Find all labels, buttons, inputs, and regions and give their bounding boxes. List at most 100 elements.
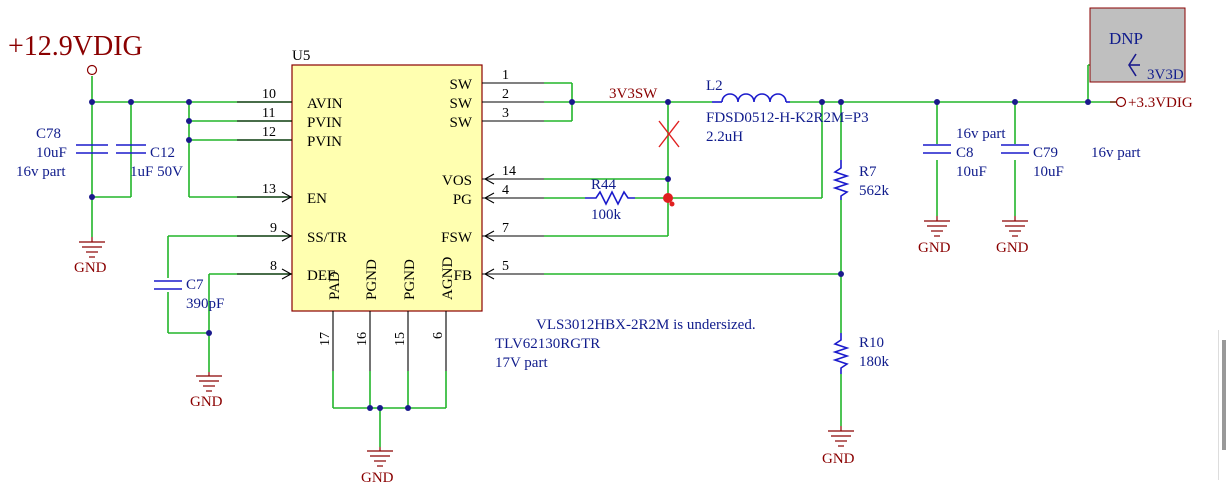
pin-name: SW <box>450 77 473 93</box>
gnd-label: GND <box>361 470 394 486</box>
resistor-r7[interactable]: R7 562k <box>832 160 890 200</box>
scrollbar-thumb[interactable] <box>1222 340 1226 450</box>
c79-value: 10uF <box>1033 164 1064 180</box>
pin-number: 12 <box>262 125 276 140</box>
c78-value: 10uF <box>36 145 67 161</box>
pin-name: PVIN <box>307 115 342 131</box>
l2-ref: L2 <box>706 78 723 94</box>
c78-note: 16v part <box>16 164 66 180</box>
pin-number: 4 <box>502 183 509 198</box>
pin-number: 6 <box>431 332 446 339</box>
capacitor-c78[interactable]: C78 10uF 16v part <box>16 126 108 180</box>
ground-symbol: GND <box>74 237 107 276</box>
dnp-testpoint[interactable]: DNP 3V3D <box>1089 7 1186 83</box>
note-line: TLV62130RGTR <box>495 336 600 352</box>
junction-dots <box>89 99 1091 411</box>
wire-network <box>91 64 1129 447</box>
pin-name: PGND <box>402 259 418 300</box>
pin-number: 7 <box>502 221 509 236</box>
r44-value: 100k <box>591 207 622 223</box>
resistor-r10[interactable]: R10 180k <box>832 333 890 374</box>
pin-name: VOS <box>442 173 472 189</box>
capacitor-c7[interactable]: C7 390pF <box>154 277 224 312</box>
pin-number: 16 <box>355 332 370 346</box>
ground-symbol: GND <box>822 426 855 467</box>
c12-value: 1uF 50V <box>130 164 183 180</box>
pin-number: 11 <box>262 106 275 121</box>
pin-number: 17 <box>318 332 333 346</box>
c8-ref: C8 <box>956 145 974 161</box>
ground-symbol: GND <box>190 372 223 410</box>
notes: VLS3012HBX-2R2M is undersized. TLV62130R… <box>495 317 756 371</box>
pin-name: FSW <box>441 230 473 246</box>
pin-number: 10 <box>262 87 276 102</box>
capacitor-c12[interactable]: C12 1uF 50V <box>116 144 183 180</box>
pin-name: PGND <box>364 259 380 300</box>
net-label-3v3sw: 3V3SW <box>609 86 658 102</box>
pin-number: 1 <box>502 68 509 83</box>
inductor-l2[interactable]: L2 FDSD0512-H-K2R2M=P3 2.2uH <box>706 78 869 145</box>
c78-ref: C78 <box>36 126 61 142</box>
c12-ref: C12 <box>150 145 175 161</box>
resistor-r44[interactable]: R44 100k <box>585 177 635 223</box>
pin-name: PG <box>453 192 472 208</box>
pin-number: 3 <box>502 106 509 121</box>
note-line: 17V part <box>495 355 548 371</box>
ground-symbol: GND <box>361 447 394 486</box>
pin-name: FB <box>454 268 472 284</box>
pin-name: SS/TR <box>307 230 347 246</box>
pin-name: PVIN <box>307 134 342 150</box>
pin-number: 15 <box>393 332 408 346</box>
pin-number: 9 <box>270 221 277 236</box>
pin-name: SW <box>450 96 473 112</box>
gnd-label: GND <box>190 394 223 410</box>
pin-number: 8 <box>270 259 277 274</box>
output-power-port[interactable]: +3.3VDIG <box>1110 95 1193 111</box>
pin-name: AGND <box>440 257 456 300</box>
l2-value: 2.2uH <box>706 129 743 145</box>
c7-ref: C7 <box>186 277 204 293</box>
input-rail-label: +12.9VDIG <box>8 31 143 62</box>
l2-part: FDSD0512-H-K2R2M=P3 <box>706 110 869 126</box>
ic-u5[interactable]: U5 10 11 12 13 9 8 AVIN PVIN PVIN EN SS/… <box>237 48 544 371</box>
dnp-label: DNP <box>1109 29 1143 48</box>
input-power-port[interactable]: +12.9VDIG <box>8 31 143 76</box>
pin-name: DEF <box>307 268 335 284</box>
pin-number: 13 <box>262 182 276 197</box>
capacitor-c79[interactable]: C79 10uF 16v part <box>1001 144 1141 180</box>
c7-value: 390pF <box>186 296 224 312</box>
c8-value: 10uF <box>956 164 987 180</box>
gnd-label: GND <box>74 260 107 276</box>
r7-value: 562k <box>859 183 890 199</box>
gnd-label: GND <box>996 240 1029 256</box>
ground-symbol: GND <box>918 216 951 256</box>
ic-left-pins: 10 11 12 13 9 8 AVIN PVIN PVIN EN SS/TR … <box>237 87 347 284</box>
ic-bottom-pins: 17 16 15 6 PAD PGND PGND AGND <box>318 257 456 371</box>
vertical-scrollbar[interactable] <box>1218 330 1229 480</box>
pin-number: 14 <box>502 164 516 179</box>
r10-value: 180k <box>859 354 890 370</box>
pin-name: SW <box>450 115 473 131</box>
r10-ref: R10 <box>859 335 884 351</box>
pin-name: PAD <box>327 271 343 300</box>
pin-number: 5 <box>502 259 509 274</box>
r7-ref: R7 <box>859 164 877 180</box>
ic-designator: U5 <box>292 48 310 64</box>
output-rail-label: +3.3VDIG <box>1128 95 1193 111</box>
error-junction-marker <box>663 193 675 207</box>
gnd-label: GND <box>918 240 951 256</box>
r44-ref: R44 <box>591 177 617 193</box>
c79-note: 16v part <box>1091 145 1141 161</box>
c8-note: 16v part <box>956 126 1006 142</box>
ic-right-pins: 1 2 3 14 4 7 5 SW SW SW VOS PG FSW FB <box>441 68 544 284</box>
capacitor-c8[interactable]: 16v part C8 10uF <box>923 126 1006 180</box>
ground-symbol: GND <box>996 216 1029 256</box>
c79-ref: C79 <box>1033 145 1058 161</box>
error-x-marker <box>658 120 680 148</box>
testpoint-net-label: 3V3D <box>1147 67 1184 83</box>
pin-name: EN <box>307 191 327 207</box>
pin-number: 2 <box>502 87 509 102</box>
note-line: VLS3012HBX-2R2M is undersized. <box>536 317 756 333</box>
pin-name: AVIN <box>307 96 343 112</box>
